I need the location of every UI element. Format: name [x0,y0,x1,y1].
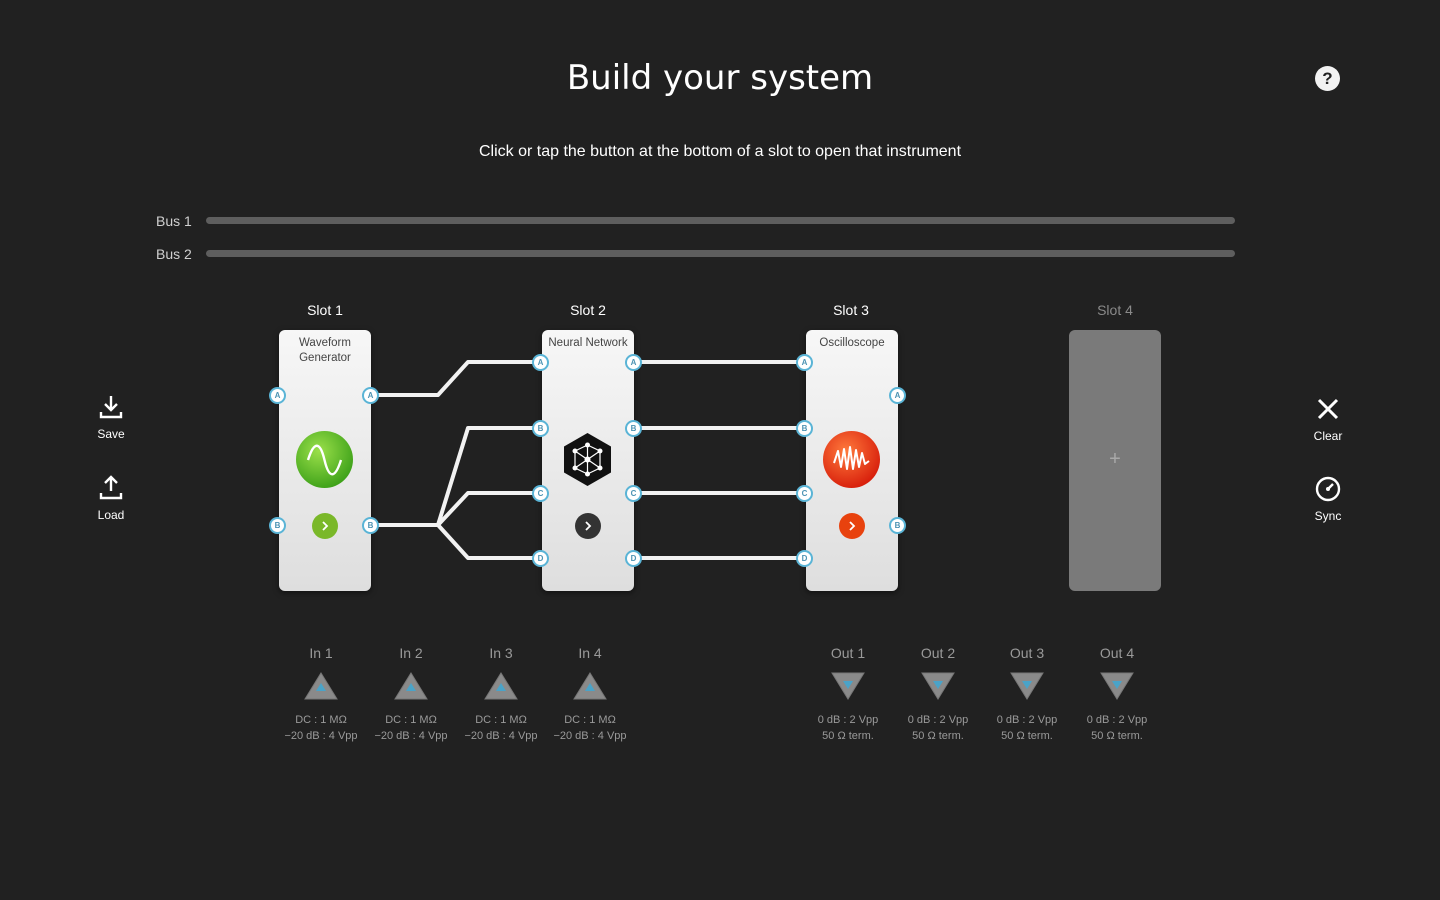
slot-2-instrument-name: Neural Network [548,337,628,349]
slot-3-output-port-b[interactable]: B [889,517,906,534]
input-4: In 4 DC : 1 MΩ−20 dB : 4 Vpp [545,645,635,744]
output-2-label: Out 2 [920,645,956,661]
input-2: In 2 DC : 1 MΩ−20 dB : 4 Vpp [366,645,456,744]
load-label: Load [97,508,125,522]
slot-3-instrument-name: Oscilloscope [819,337,885,349]
slot-3-output-port-a[interactable]: A [889,387,906,404]
sync-button[interactable]: Sync [1298,475,1358,523]
slot-2-card[interactable]: Neural Network [542,330,634,591]
slot-4-empty-card[interactable]: + [1069,330,1161,591]
help-button[interactable]: ? [1315,66,1340,91]
slot-3-open-button[interactable] [839,513,865,539]
chevron-right-icon [585,521,592,531]
chevron-right-icon [849,521,856,531]
close-icon [1317,398,1339,420]
input-2-triangle-up-icon[interactable] [393,671,429,701]
output-4-label: Out 4 [1099,645,1135,661]
slot-1-title: Slot 1 [307,302,343,318]
input-4-triangle-up-icon[interactable] [572,671,608,701]
slot-2-title: Slot 2 [570,302,606,318]
slot-1-instrument-name: Waveform Generator [299,337,351,364]
slot-2-output-port-c[interactable]: C [625,485,642,502]
input-4-label: In 4 [578,645,602,661]
slot-3-input-port-c[interactable]: C [796,485,813,502]
slot-2-input-port-b[interactable]: B [532,420,549,437]
slot-4-title: Slot 4 [1097,302,1133,318]
input-2-label: In 2 [399,645,423,661]
gauge-icon [1315,476,1341,502]
wire-split-s2b [436,426,540,526]
input-1-label: In 1 [309,645,333,661]
bus-2-label: Bus 2 [156,246,192,262]
download-icon [99,396,123,419]
chevron-right-icon [322,521,329,531]
bus-2-line[interactable] [206,250,1235,257]
slot-2-open-button[interactable] [575,513,601,539]
slot-2-output-port-b[interactable]: B [625,420,642,437]
input-3-label: In 3 [489,645,513,661]
page-title: Build your system [566,58,874,98]
neural-network-icon [559,431,616,488]
wire-split-s2c [436,491,540,527]
slot-1-open-button[interactable] [312,513,338,539]
wire-split-s2d [436,523,540,560]
output-1-triangle-down-icon[interactable] [830,671,866,701]
slot-1-card[interactable]: Waveform Generator [279,330,371,591]
slot-2-input-port-c[interactable]: C [532,485,549,502]
bus-1-label: Bus 1 [156,213,192,229]
clear-label: Clear [1313,429,1343,443]
slot-2-output-port-a[interactable]: A [625,354,642,371]
slot-1-output-port-a[interactable]: A [362,387,379,404]
input-3: In 3 DC : 1 MΩ−20 dB : 4 Vpp [456,645,546,744]
sine-wave-icon [296,431,353,488]
slot-1-input-port-b[interactable]: B [269,517,286,534]
slot-2-output-port-d[interactable]: D [625,550,642,567]
save-button[interactable]: Save [81,393,141,441]
slot-1-input-port-a[interactable]: A [269,387,286,404]
bus-1-line[interactable] [206,217,1235,224]
help-icon: ? [1322,68,1333,88]
slot-2-input-port-a[interactable]: A [532,354,549,371]
add-instrument-icon: + [1109,448,1121,470]
load-button[interactable]: Load [81,474,141,522]
output-1-label: Out 1 [830,645,866,661]
input-1: In 1 DC : 1 MΩ−20 dB : 4 Vpp [276,645,366,744]
output-2-triangle-down-icon[interactable] [920,671,956,701]
input-3-triangle-up-icon[interactable] [483,671,519,701]
output-3-triangle-down-icon[interactable] [1009,671,1045,701]
input-3-spec: DC : 1 MΩ−20 dB : 4 Vpp [464,714,538,742]
sync-label: Sync [1314,509,1342,523]
input-1-spec: DC : 1 MΩ−20 dB : 4 Vpp [284,714,358,742]
clear-button[interactable]: Clear [1298,395,1358,443]
output-3-label: Out 3 [1009,645,1045,661]
slot-1-output-port-b[interactable]: B [362,517,379,534]
upload-icon [99,475,123,500]
output-4-triangle-down-icon[interactable] [1099,671,1135,701]
input-1-triangle-up-icon[interactable] [303,671,339,701]
input-4-spec: DC : 1 MΩ−20 dB : 4 Vpp [553,714,627,742]
save-label: Save [97,427,125,441]
slot-3-card[interactable]: Oscilloscope [806,330,898,591]
slot-3-input-port-a[interactable]: A [796,354,813,371]
wire-s1a-s2a [376,360,540,397]
input-2-spec: DC : 1 MΩ−20 dB : 4 Vpp [374,714,448,742]
slot-3-input-port-b[interactable]: B [796,420,813,437]
slot-3-input-port-d[interactable]: D [796,550,813,567]
slot-2-input-port-d[interactable]: D [532,550,549,567]
page-subtitle: Click or tap the button at the bottom of… [478,143,962,160]
oscilloscope-icon [823,431,880,488]
slot-3-title: Slot 3 [833,302,869,318]
